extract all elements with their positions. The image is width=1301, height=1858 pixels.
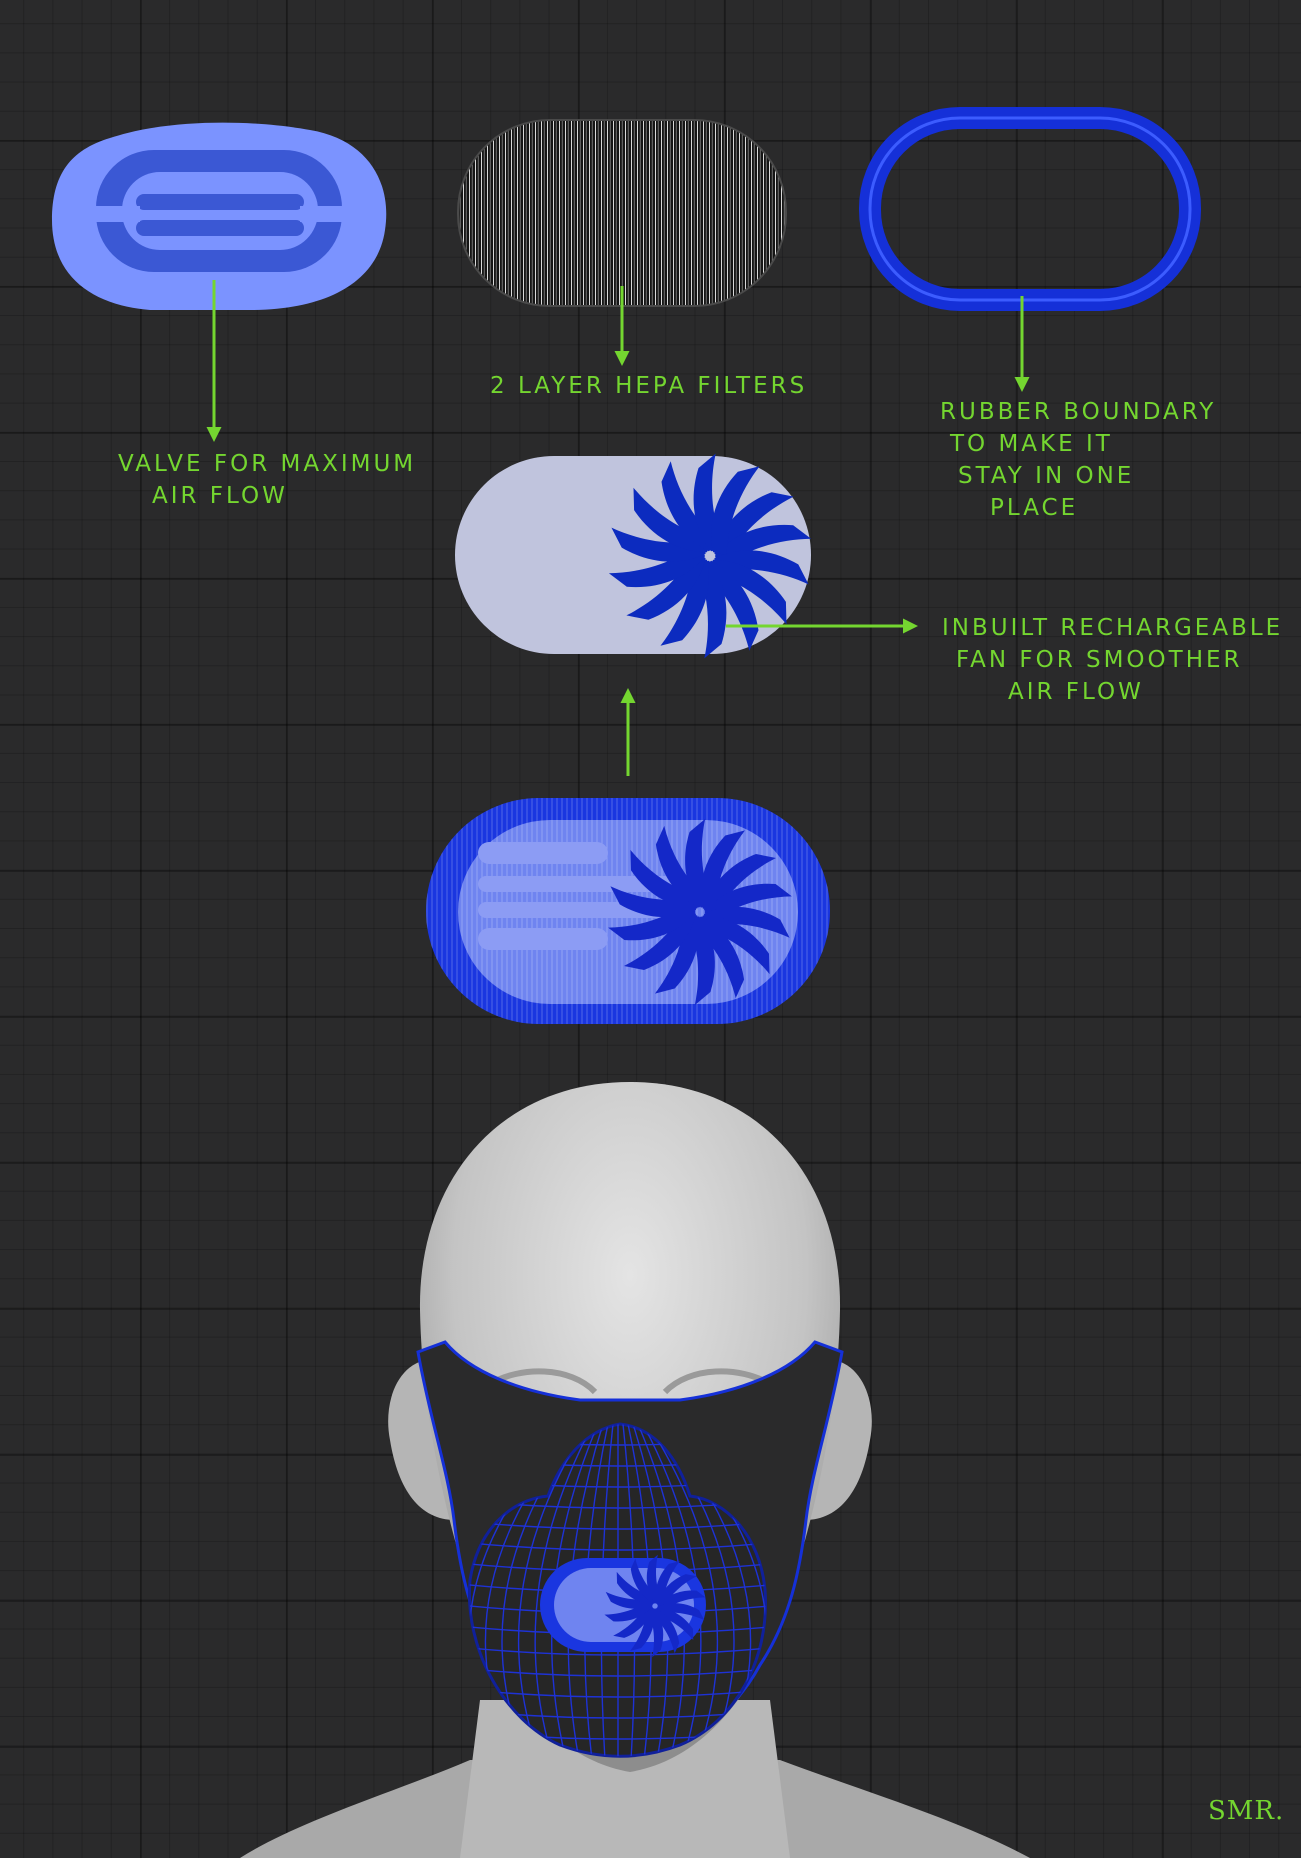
hepa-label: 2 LAYER HEPA FILTERS — [490, 370, 807, 402]
valve-icon — [52, 122, 387, 311]
head-with-mask-icon — [240, 1082, 1030, 1858]
rubber-ring-icon — [859, 107, 1201, 311]
fan-blade — [655, 1561, 680, 1606]
rubber-label-line-3: STAY IN ONE — [958, 463, 1135, 489]
mesh-line — [469, 1540, 766, 1551]
rubber-label-line-1: RUBBER BOUNDARY — [940, 399, 1217, 425]
fan-blade — [700, 830, 746, 912]
fan-label: INBUILT RECHARGEABLE FAN FOR SMOOTHER AI… — [942, 612, 1283, 708]
fan-label-line-1: INBUILT RECHARGEABLE — [942, 615, 1284, 641]
fan-blade — [657, 1603, 705, 1621]
fan-label-line-2: FAN FOR SMOOTHER — [956, 647, 1243, 673]
fan-icon — [455, 453, 812, 659]
valve-label-line-1: VALVE FOR MAXIMUM — [118, 451, 417, 477]
fan-blade — [704, 883, 792, 924]
valve-label-line-2: AIR FLOW — [152, 483, 288, 509]
mesh-line — [469, 1666, 766, 1677]
rubber-label-line-4: PLACE — [990, 495, 1079, 521]
fan-blade — [714, 524, 812, 569]
fan-blade — [657, 1590, 706, 1613]
fan-blade — [604, 1599, 653, 1622]
fan-blade — [704, 906, 790, 938]
valve-label: VALVE FOR MAXIMUM AIR FLOW — [118, 448, 416, 512]
rubber-label-line-2: TO MAKE IT — [950, 431, 1113, 457]
fan-blade — [608, 543, 706, 588]
fan-blade — [610, 886, 696, 918]
rubber-label: RUBBER BOUNDARY TO MAKE IT STAY IN ONE P… — [940, 396, 1216, 524]
fan-blade — [714, 550, 809, 585]
mesh-line — [469, 1645, 766, 1656]
hepa-label-line-1: 2 LAYER HEPA FILTERS — [490, 373, 808, 399]
fan-blade — [711, 466, 760, 556]
fan-blade — [611, 527, 706, 562]
fan-blade — [608, 900, 696, 941]
artist-signature: SMR. — [1208, 1796, 1285, 1826]
fan-label-line-3: AIR FLOW — [1008, 679, 1144, 705]
fan-blade — [605, 1591, 653, 1609]
hepa-filter-icon — [457, 119, 787, 307]
assembled-filter-icon — [426, 798, 830, 1024]
